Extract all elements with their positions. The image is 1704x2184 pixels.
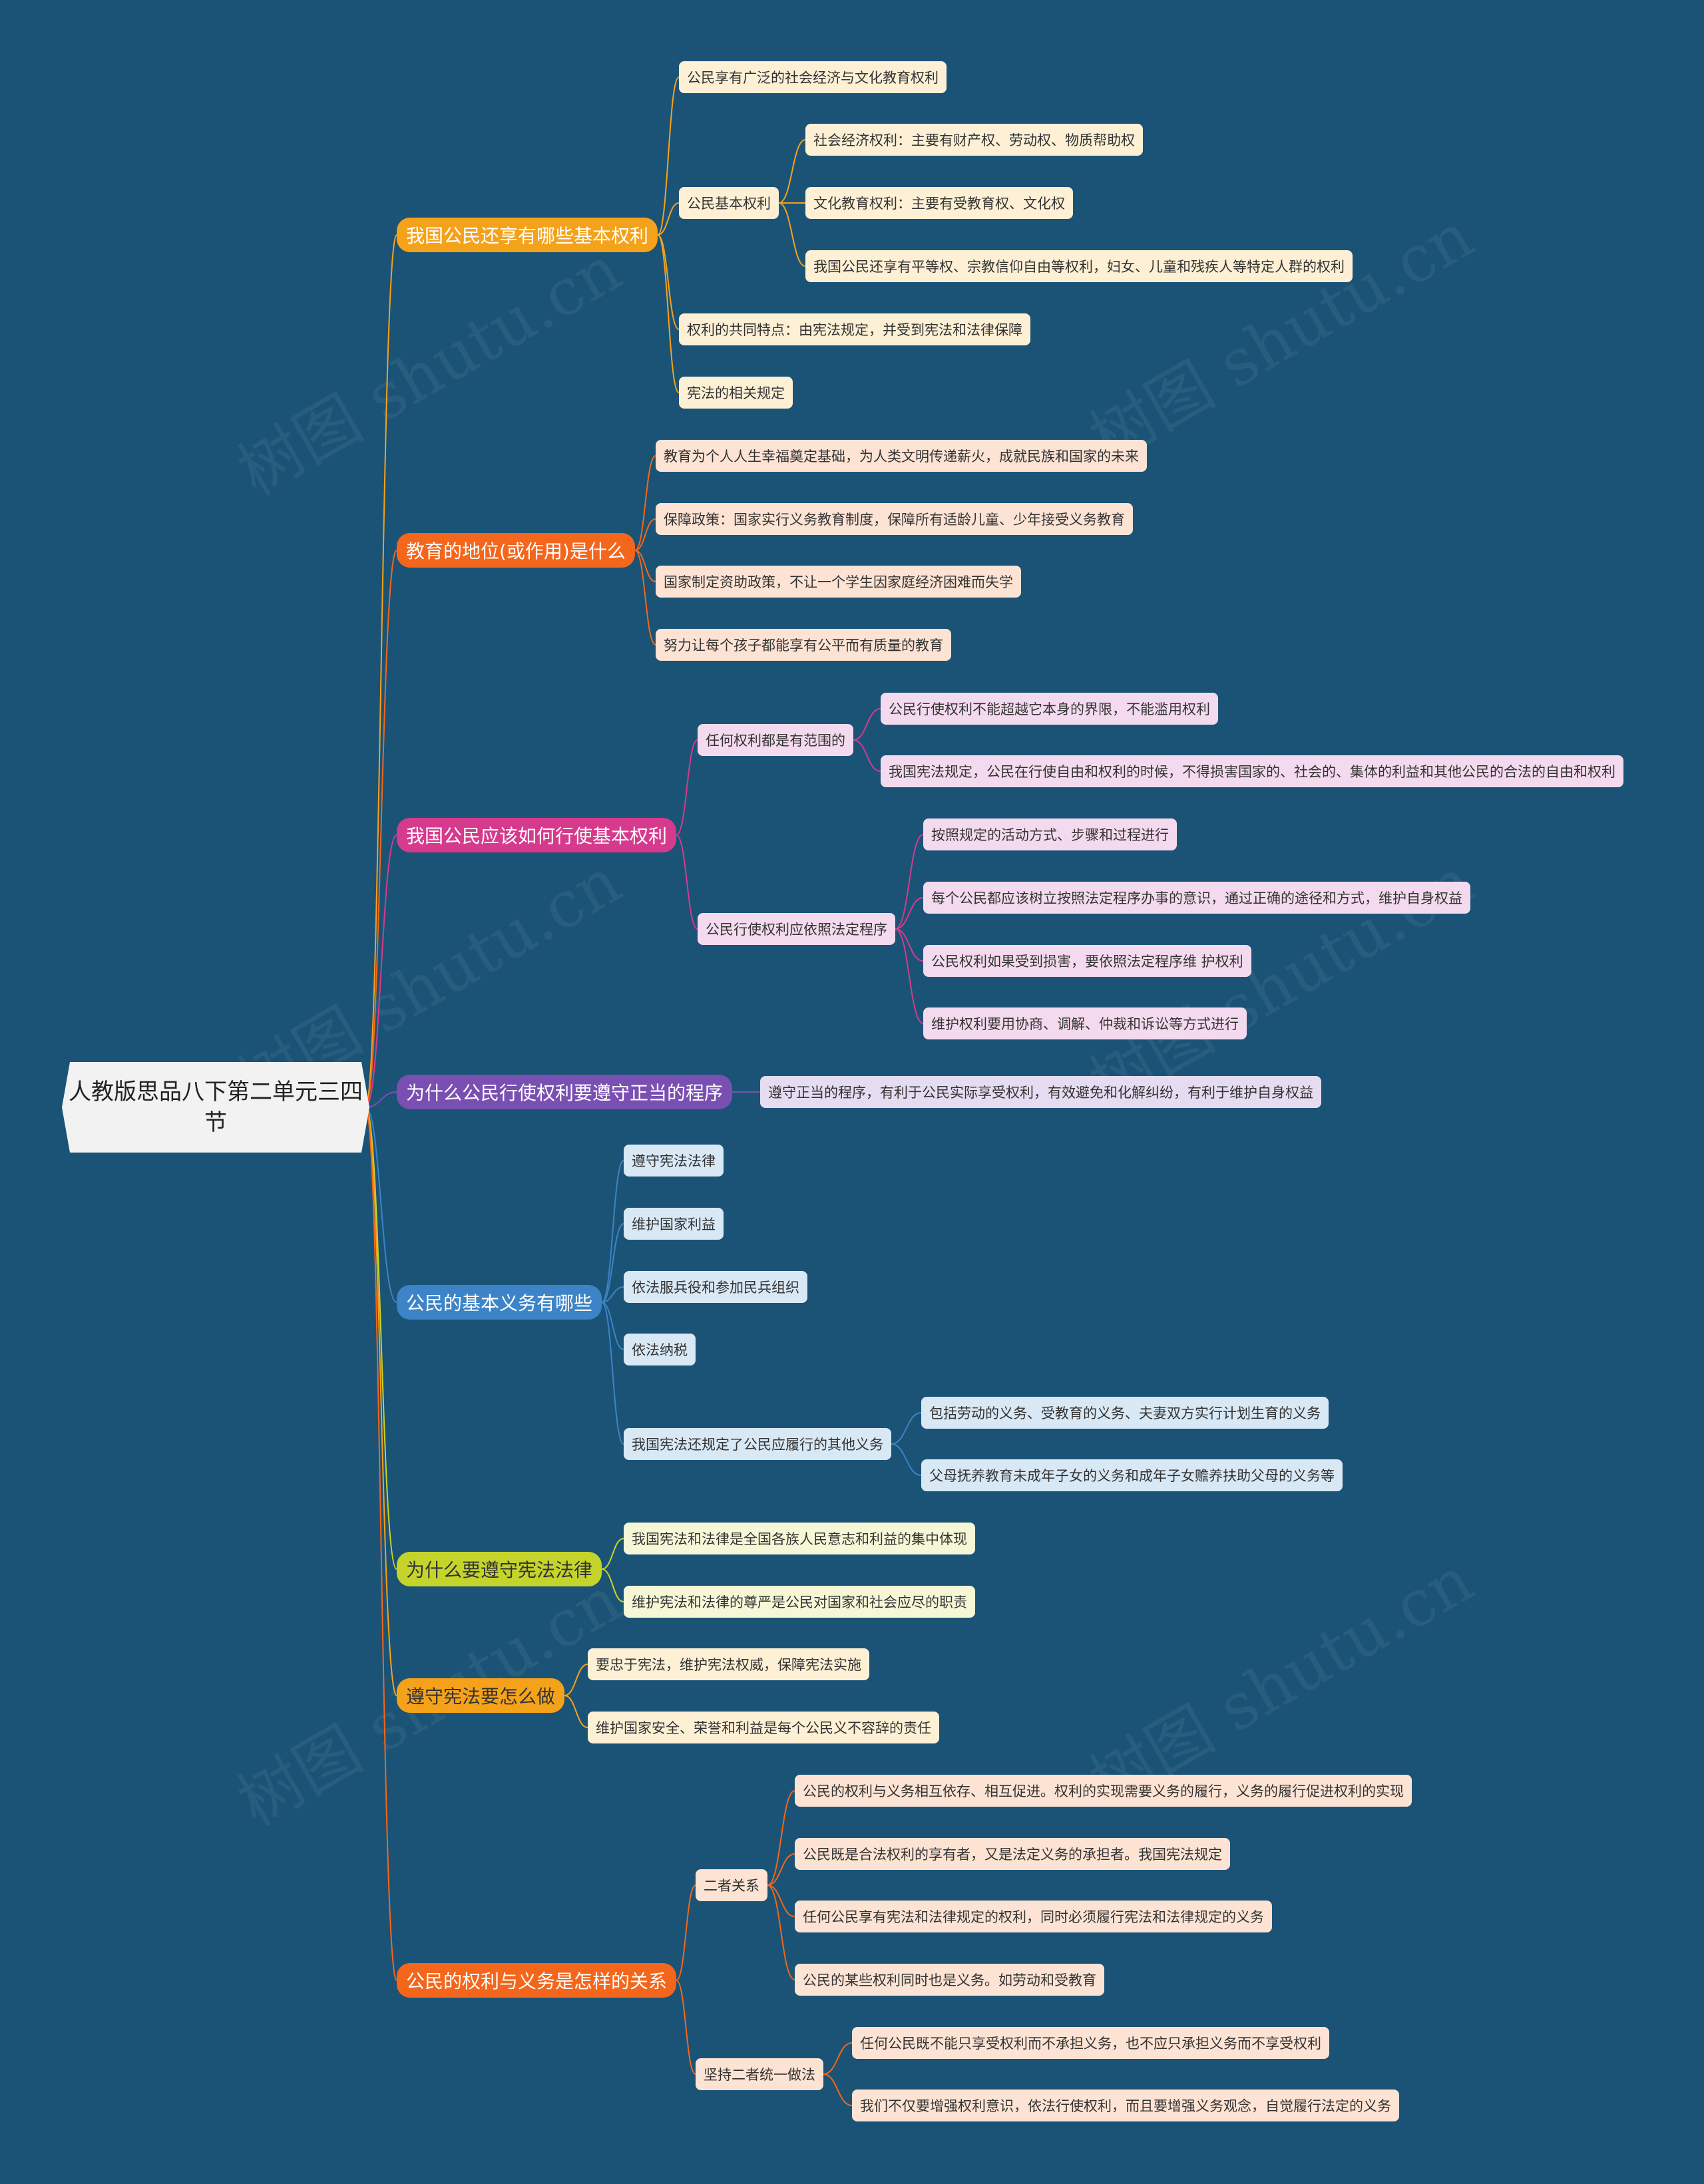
branch-basic-duties-leaf[interactable]: 父母抚养教育未成年子女的义务和成年子女赡养扶助父母的义务等 — [921, 1459, 1343, 1491]
connector-line — [634, 550, 656, 582]
connector-line — [823, 2074, 853, 2106]
branch-rights-duties-leaf[interactable]: 公民的权利与义务相互依存、相互促进。权利的实现需要义务的履行，义务的履行促进权利… — [795, 1775, 1412, 1807]
branch-basic-rights-item[interactable]: 公民享有广泛的社会经济与文化教育权利 — [679, 61, 947, 93]
connector-line — [365, 834, 397, 1108]
branch-how-to-obey-item[interactable]: 要忠于宪法，维护宪法权威，保障宪法实施 — [588, 1648, 869, 1680]
branch-basic-duties-item[interactable]: 依法纳税 — [624, 1334, 696, 1365]
connector-line — [365, 1107, 397, 1570]
branch-rights-duties-leaf[interactable]: 公民的某些权利同时也是义务。如劳动和受教育 — [795, 1964, 1104, 1996]
connector-line — [853, 739, 881, 772]
connector-line — [634, 455, 656, 551]
branch-obey-constitution-item[interactable]: 维护宪法和法律的尊严是公民对国家和社会应尽的职责 — [624, 1586, 975, 1618]
branch-rights-duties-leaf[interactable]: 公民既是合法权利的享有者，又是法定义务的承担者。我国宪法规定 — [795, 1838, 1230, 1870]
branch-rights-duties-item[interactable]: 坚持二者统一做法 — [696, 2058, 823, 2090]
branch-exercise-rights-leaf[interactable]: 按照规定的活动方式、步骤和过程进行 — [923, 819, 1177, 850]
branch-exercise-rights-leaf[interactable]: 公民行使权利不能超越它本身的界限，不能滥用权利 — [881, 693, 1218, 725]
connector-line — [365, 550, 397, 1108]
branch-education-item[interactable]: 国家制定资助政策，不让一个学生因家庭经济困难而失学 — [656, 566, 1021, 598]
branch-basic-rights-item[interactable]: 权利的共同特点：由宪法规定，并受到宪法和法律保障 — [679, 313, 1030, 345]
connector-line — [657, 77, 680, 236]
branch-exercise-rights-leaf[interactable]: 公民权利如果受到损害，要依照法定程序维 护权利 — [923, 945, 1251, 977]
branch-basic-rights-leaf[interactable]: 社会经济权利：主要有财产权、劳动权、物质帮助权 — [805, 124, 1143, 156]
connector-line — [634, 550, 656, 645]
root-topic[interactable]: 人教版思品八下第二单元三四节 — [62, 1062, 369, 1153]
connector-line — [657, 202, 680, 236]
connector-line — [657, 234, 680, 330]
connector-line — [601, 1160, 624, 1303]
branch-obey-constitution[interactable]: 为什么要遵守宪法法律 — [397, 1552, 602, 1586]
connector-line — [365, 234, 397, 1108]
branch-exercise-rights-leaf[interactable]: 我国宪法规定，公民在行使自由和权利的时候，不得损害国家的、社会的、集体的利益和其… — [881, 755, 1623, 787]
connector-line — [676, 739, 698, 836]
branch-basic-rights-item[interactable]: 公民基本权利 — [679, 187, 779, 219]
connector-line — [676, 1885, 696, 1981]
branch-due-process-item[interactable]: 遵守正当的程序，有利于公民实际享受权利，有效避免和化解纠纷，有利于维护自身权益 — [760, 1076, 1321, 1108]
connector-line — [601, 1286, 624, 1303]
connector-line — [823, 2042, 853, 2075]
branch-basic-duties-item[interactable]: 维护国家利益 — [624, 1208, 724, 1240]
connector-line — [601, 1538, 624, 1570]
connector-line — [895, 928, 924, 962]
connector-line — [767, 1853, 795, 1886]
branch-rights-duties-relation[interactable]: 公民的权利与义务是怎样的关系 — [397, 1963, 677, 1998]
branch-obey-constitution-item[interactable]: 我国宪法和法律是全国各族人民意志和利益的集中体现 — [624, 1523, 975, 1554]
connector-line — [365, 1107, 397, 1696]
branch-exercise-rights-item[interactable]: 任何权利都是有范围的 — [698, 724, 853, 756]
connector-line — [365, 1107, 397, 1303]
branch-basic-rights[interactable]: 我国公民还享有哪些基本权利 — [397, 218, 658, 252]
branch-basic-duties-item[interactable]: 我国宪法还规定了公民应履行的其他义务 — [624, 1428, 891, 1460]
connector-line — [895, 928, 924, 1024]
branch-exercise-rights[interactable]: 我国公民应该如何行使基本权利 — [397, 818, 677, 852]
connector-line — [778, 139, 806, 204]
branch-rights-duties-item[interactable]: 二者关系 — [696, 1869, 767, 1901]
branch-education-item[interactable]: 努力让每个孩子都能享有公平而有质量的教育 — [656, 629, 951, 661]
connector-line — [601, 1302, 624, 1445]
connector-line — [895, 834, 924, 930]
branch-basic-rights-leaf[interactable]: 我国公民还享有平等权、宗教信仰自由等权利，妇女、儿童和残疾人等特定人群的权利 — [805, 250, 1353, 282]
branch-rights-duties-leaf[interactable]: 任何公民享有宪法和法律规定的权利，同时必须履行宪法和法律规定的义务 — [795, 1901, 1272, 1932]
branch-exercise-rights-leaf[interactable]: 每个公民都应该树立按照法定程序办事的意识，通过正确的途径和方式，维护自身权益 — [923, 882, 1470, 914]
branch-basic-rights-item[interactable]: 宪法的相关规定 — [679, 377, 793, 409]
connector-line — [657, 234, 680, 393]
connector-line — [767, 1885, 795, 1980]
connector-line — [767, 1885, 795, 1917]
connector-line — [895, 897, 924, 930]
branch-basic-duties[interactable]: 公民的基本义务有哪些 — [397, 1285, 602, 1320]
connector-line — [601, 1568, 624, 1602]
branch-education-item[interactable]: 保障政策：国家实行义务教育制度，保障所有适龄儿童、少年接受义务教育 — [656, 503, 1133, 535]
connector-line — [365, 1107, 397, 1981]
connector-line — [778, 202, 806, 267]
connector-line — [564, 1664, 588, 1696]
connector-line — [676, 834, 698, 930]
connector-line — [601, 1302, 624, 1350]
branch-how-to-obey[interactable]: 遵守宪法要怎么做 — [397, 1678, 565, 1713]
branch-exercise-rights-item[interactable]: 公民行使权利应依照法定程序 — [698, 913, 895, 945]
branch-basic-duties-item[interactable]: 遵守宪法法律 — [624, 1145, 724, 1177]
branch-how-to-obey-item[interactable]: 维护国家安全、荣誉和利益是每个公民义不容辞的责任 — [588, 1712, 939, 1743]
branch-rights-duties-leaf[interactable]: 我们不仅要增强权利意识，依法行使权利，而且要增强义务观念，自觉履行法定的义务 — [852, 2090, 1399, 2121]
branch-education-item[interactable]: 教育为个人人生幸福奠定基础，为人类文明传递薪火，成就民族和国家的未来 — [656, 440, 1147, 472]
connector-line — [564, 1695, 588, 1728]
branch-exercise-rights-leaf[interactable]: 维护权利要用协商、调解、仲裁和诉讼等方式进行 — [923, 1007, 1247, 1039]
connector-line — [767, 1790, 795, 1886]
branch-basic-duties-leaf[interactable]: 包括劳动的义务、受教育的义务、夫妻双方实行计划生育的义务 — [921, 1397, 1329, 1429]
branch-rights-duties-leaf[interactable]: 任何公民既不能只享受权利而不承担义务，也不应只承担义务而不享受权利 — [852, 2027, 1329, 2059]
connector-line — [676, 1980, 696, 2075]
connector-line — [891, 1443, 922, 1476]
branch-basic-rights-leaf[interactable]: 文化教育权利：主要有受教育权、文化权 — [805, 187, 1073, 219]
branch-basic-duties-item[interactable]: 依法服兵役和参加民兵组织 — [624, 1271, 807, 1303]
branch-education[interactable]: 教育的地位(或作用)是什么 — [397, 533, 635, 568]
branch-due-process[interactable]: 为什么公民行使权利要遵守正当的程序 — [397, 1075, 733, 1109]
connector-line — [891, 1412, 922, 1445]
connector-line — [634, 518, 656, 551]
connector-line — [601, 1223, 624, 1303]
connector-line — [853, 708, 881, 741]
